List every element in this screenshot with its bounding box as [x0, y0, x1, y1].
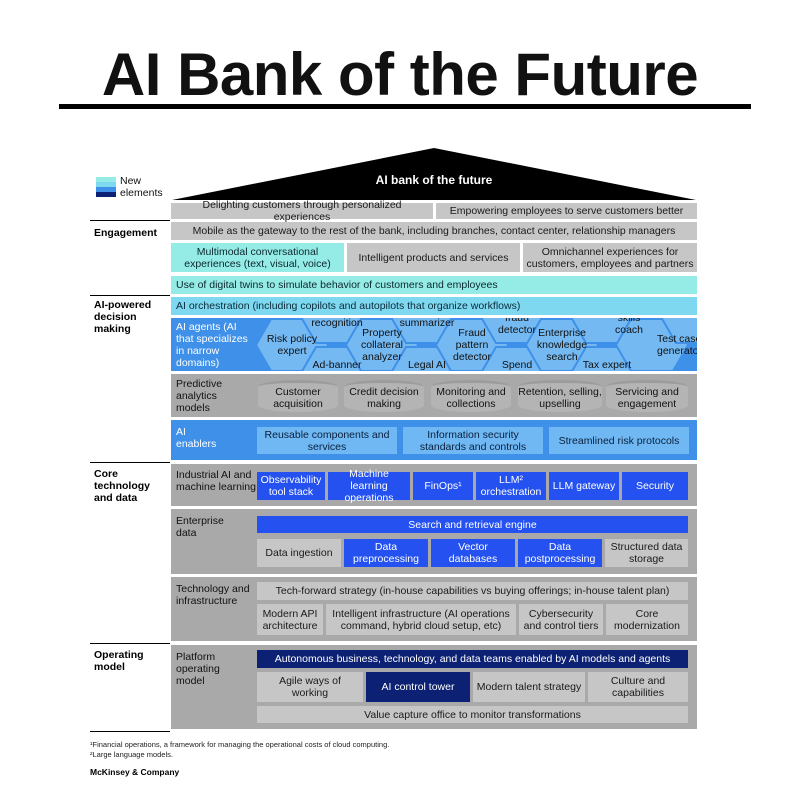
agents-band: AI agents (AI that specializes in narrow…: [171, 318, 697, 371]
engagement-employees: Empowering employees to serve customers …: [436, 203, 697, 219]
enablers-band: AI enablers Reusable components and serv…: [171, 420, 697, 460]
agent-recognition: recognition: [311, 318, 363, 329]
roof: [172, 148, 696, 200]
predictive-customer-acquisition: Customer acquisition: [258, 380, 338, 412]
industrial-mlops: Machine learning operations: [328, 468, 410, 504]
section-core: Core technology and data: [94, 468, 151, 504]
section-rule: [90, 295, 170, 296]
enabler-infosec: Information security standards and contr…: [403, 427, 543, 454]
section-rule: [90, 731, 170, 732]
value-capture-office: Value capture office to monitor transfor…: [257, 706, 688, 723]
decision-orchestration: AI orchestration (including copilots and…: [171, 297, 697, 315]
platform-label: Platform operating model: [176, 651, 220, 687]
agent-legal-ai: Legal AI: [408, 359, 446, 371]
industrial-security: Security: [622, 472, 688, 500]
predictive-band: Predictive analytics models Customer acq…: [171, 374, 697, 417]
footnote-1: ¹Financial operations, a framework for m…: [90, 740, 390, 749]
tech-forward-strategy: Tech-forward strategy (in-house capabili…: [257, 582, 688, 600]
agile-ways: Agile ways of working: [257, 672, 363, 702]
enterprise-data-label: Enterprise data: [176, 515, 224, 539]
predictive-monitoring: Monitoring and collections: [431, 380, 511, 412]
agent-fraud-pattern: Fraud pattern detector: [453, 327, 491, 363]
industrial-finops: FinOps¹: [413, 472, 473, 500]
section-operating: Operating model: [94, 649, 144, 673]
vector-databases: Vector databases: [431, 539, 515, 567]
agent-spend: Spend: [501, 359, 533, 371]
platform-band: Platform operating model Autonomous busi…: [171, 645, 697, 729]
structured-data-storage: Structured data storage: [605, 539, 688, 567]
tech-band: Technology and infrastructure Tech-forwa…: [171, 577, 697, 641]
legend-label: New elements: [120, 175, 163, 199]
agent-property-collateral: Property collateral analyzer: [360, 327, 404, 363]
section-decision: AI-powered decision making: [94, 299, 152, 335]
page-title: AI Bank of the Future: [101, 41, 699, 108]
enabler-risk: Streamlined risk protocols: [549, 427, 689, 454]
culture-capabilities: Culture and capabilities: [588, 672, 688, 702]
industrial-llm-gateway: LLM gateway: [549, 472, 619, 500]
modern-talent: Modern talent strategy: [473, 672, 585, 702]
agent-summarizer: summarizer: [399, 318, 455, 329]
data-postprocessing: Data postprocessing: [518, 539, 602, 567]
footnote-2: ²Large language models.: [90, 750, 173, 759]
agent-skills-coach: skills coach: [614, 318, 644, 336]
tech-intelligent-infra: Intelligent infrastructure (AI operation…: [326, 604, 516, 635]
industrial-label: Industrial AI and machine learning: [176, 469, 256, 493]
agent-ad-banner: Ad-banner: [312, 359, 362, 371]
industrial-band: Industrial AI and machine learning Obser…: [171, 464, 697, 506]
engagement-digital-twins: Use of digital twins to simulate behavio…: [171, 276, 697, 294]
section-engagement: Engagement: [94, 227, 158, 239]
engagement-customers: Delighting customers through personalize…: [171, 199, 433, 223]
tech-cybersecurity: Cybersecurity and control tiers: [519, 604, 603, 635]
industrial-llm-orchestration: LLM² orchestration: [476, 472, 546, 500]
engagement-products: Intelligent products and services: [347, 243, 520, 272]
data-ingestion: Data ingestion: [257, 539, 341, 567]
source-logo: McKinsey & Company: [90, 767, 180, 777]
predictive-credit-decision: Credit decision making: [344, 380, 424, 412]
tech-label: Technology and infrastructure: [176, 583, 250, 607]
title-underline: [59, 104, 751, 109]
enabler-reusable: Reusable components and services: [257, 427, 397, 454]
industrial-observability: Observability tool stack: [257, 472, 325, 500]
agent-enterprise-knowledge: Enterprise knowledge search: [536, 327, 588, 363]
engagement-multimodal: Multimodal conversational experiences (t…: [171, 243, 344, 272]
engagement-omnichannel: Omnichannel experiences for customers, e…: [523, 243, 697, 272]
tech-core-modernization: Core modernization: [606, 604, 688, 635]
autonomous-teams: Autonomous business, technology, and dat…: [257, 650, 688, 668]
section-rule: [90, 462, 170, 463]
predictive-retention: Retention, selling, upselling: [518, 380, 602, 412]
enterprise-data-band: Enterprise data Search and retrieval eng…: [171, 509, 697, 574]
agent-test-case: Test case generator: [657, 333, 697, 357]
agents-label: AI agents (AI that specializes in narrow…: [176, 321, 248, 369]
search-retrieval-engine: Search and retrieval engine: [257, 516, 688, 533]
ai-control-tower: AI control tower: [366, 672, 470, 702]
roof-label: AI bank of the future: [375, 173, 493, 187]
agent-tax-expert: Tax expert: [582, 359, 632, 371]
data-preprocessing: Data preprocessing: [344, 539, 428, 567]
agent-risk-policy: Risk policy expert: [266, 333, 318, 357]
predictive-label: Predictive analytics models: [176, 378, 223, 414]
legend-swatch: [96, 177, 116, 197]
engagement-mobile: Mobile as the gateway to the rest of the…: [171, 222, 697, 240]
section-rule: [90, 220, 170, 221]
tech-api: Modern API architecture: [257, 604, 323, 635]
predictive-servicing: Servicing and engagement: [606, 380, 688, 412]
section-rule: [90, 643, 170, 644]
enablers-label: AI enablers: [176, 426, 217, 450]
agent-fraud-detector: fraud detector: [498, 318, 536, 336]
